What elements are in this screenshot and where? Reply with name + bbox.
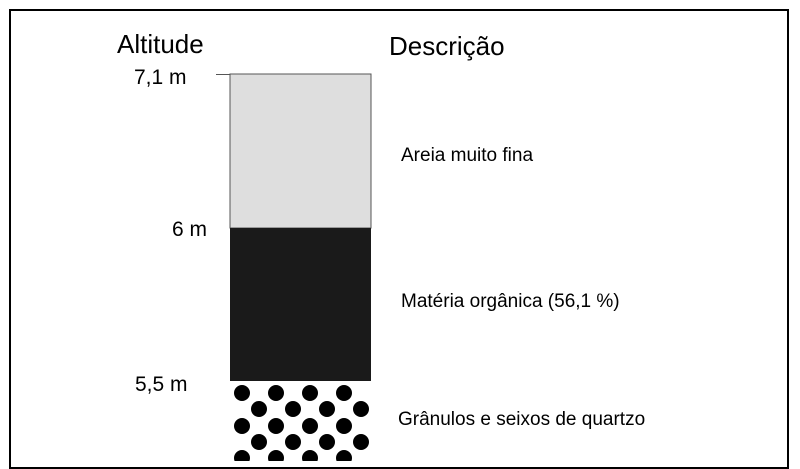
pebble-dot	[268, 385, 284, 401]
pebble-dot	[234, 385, 250, 401]
description-header: Descrição	[389, 31, 505, 61]
layer-description-sand: Areia muito fina	[401, 145, 534, 166]
pebble-dot	[285, 434, 301, 450]
pebble-dot	[302, 385, 318, 401]
pebble-dot	[336, 418, 352, 434]
pebble-dot	[285, 401, 301, 417]
pebble-dot	[302, 450, 318, 461]
pebble-dot	[302, 418, 318, 434]
pebble-dot	[234, 418, 250, 434]
altitude-label-lower: 5,5 m	[135, 373, 188, 396]
pebble-dot	[336, 385, 352, 401]
altitude-label-middle: 6 m	[172, 218, 208, 241]
pebble-dot	[319, 401, 335, 417]
stratigraphic-column	[216, 73, 372, 461]
layer-description-organic: Matéria orgânica (56,1 %)	[401, 291, 620, 312]
altitude-label-top: 7,1 m	[134, 66, 187, 89]
gravel-pattern	[234, 385, 369, 461]
pebble-dot	[234, 450, 250, 461]
pebble-dot	[268, 450, 284, 461]
pebble-dot	[251, 401, 267, 417]
pebble-dot	[336, 450, 352, 461]
pebble-dot	[319, 434, 335, 450]
layer-organic-matter	[230, 228, 371, 381]
layer-description-gravel: Grânulos e seixos de quartzo	[398, 409, 646, 430]
pebble-dot	[353, 434, 369, 450]
pebble-dot	[251, 434, 267, 450]
altitude-header: Altitude	[117, 29, 204, 59]
layer-sand	[229, 73, 372, 229]
figure-frame	[9, 9, 789, 469]
pebble-dot	[268, 418, 284, 434]
pebble-dot	[353, 401, 369, 417]
